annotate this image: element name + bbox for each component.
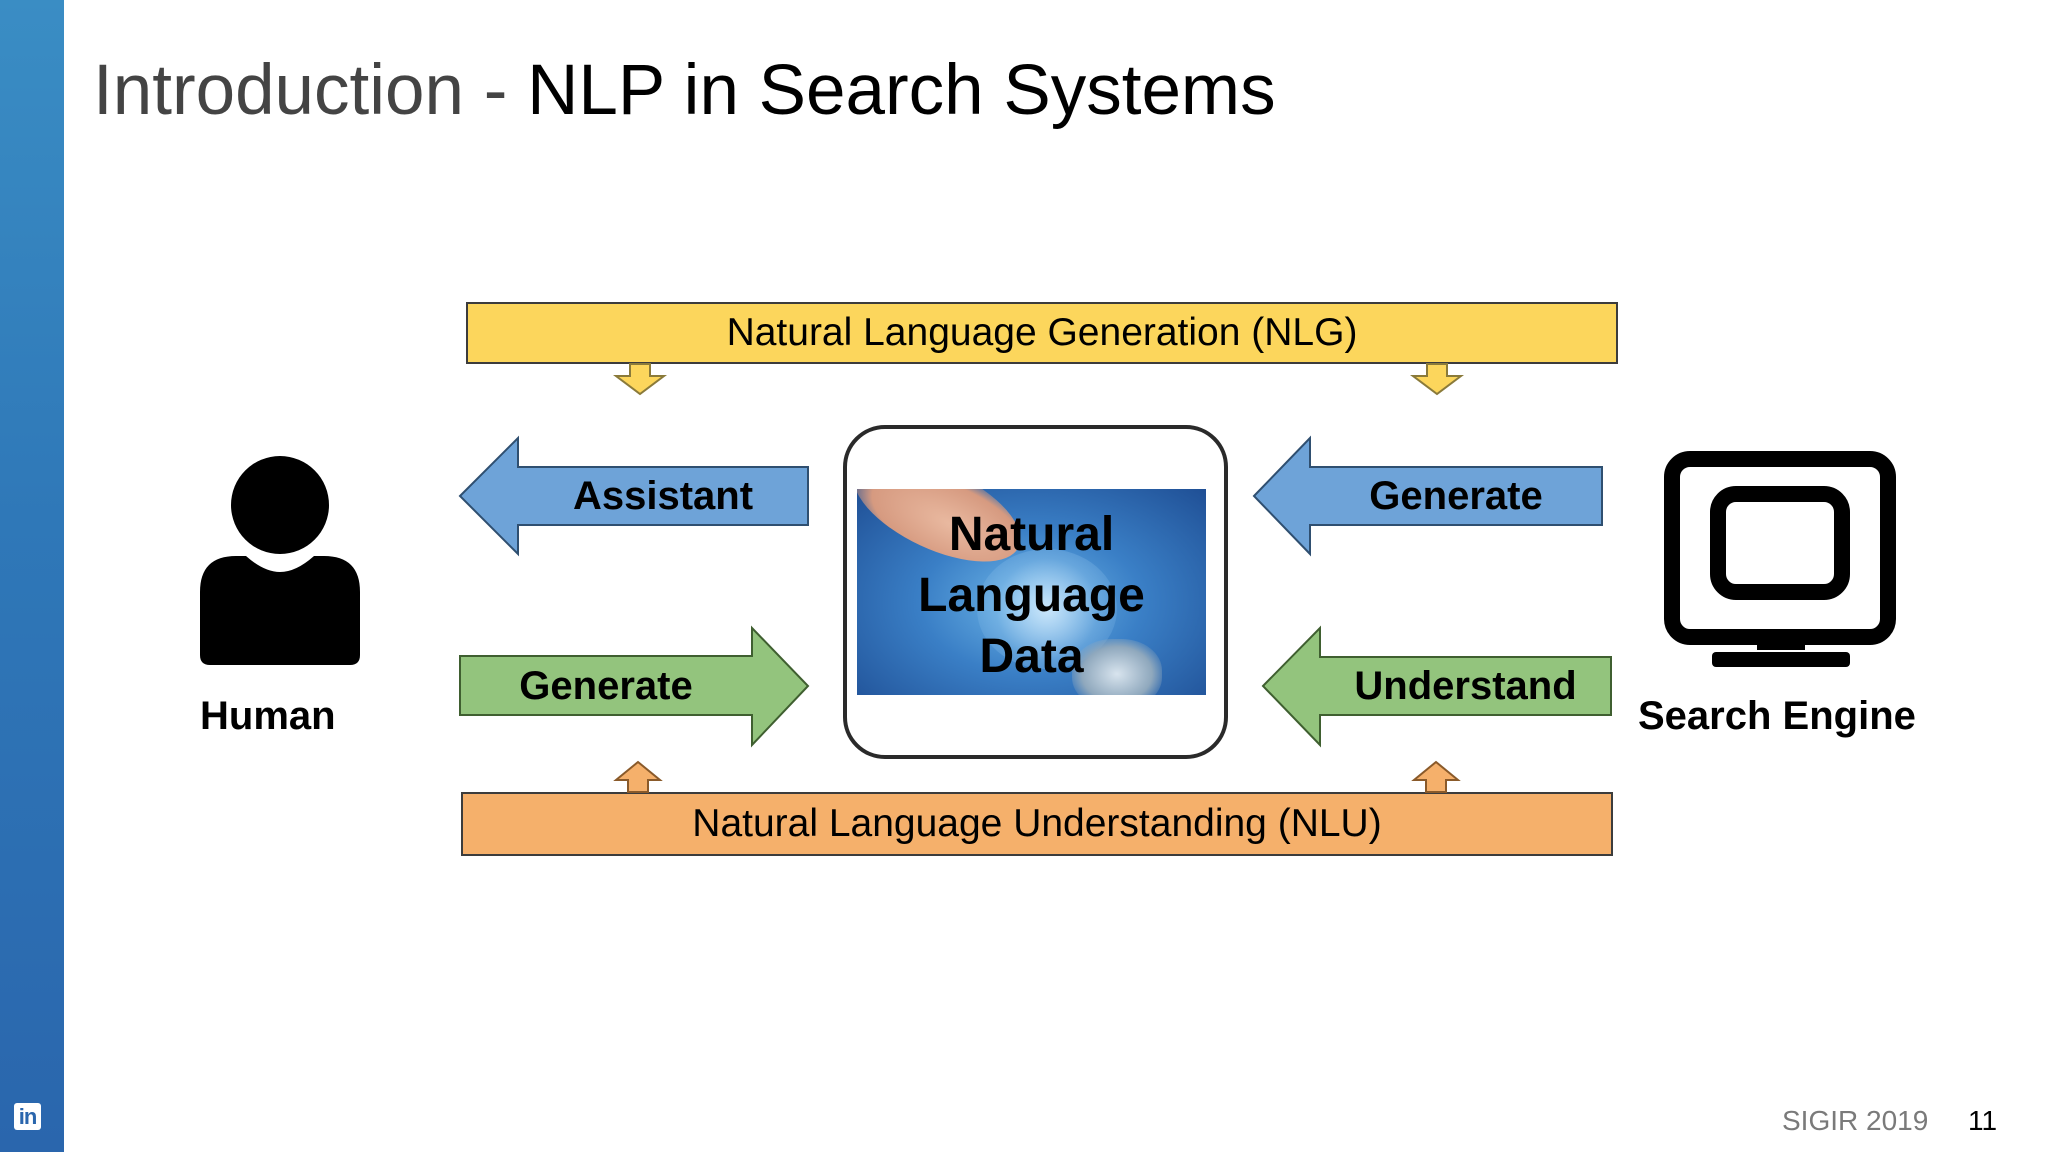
slide-title: Introduction - NLP in Search Systems: [93, 46, 1276, 136]
nlg-down-arrow-left: [613, 363, 667, 396]
title-main: NLP in Search Systems: [527, 51, 1276, 130]
natural-language-data-label: Natural Language Data: [857, 504, 1206, 687]
sidebar-stripe: [0, 0, 64, 1152]
nlu-up-arrow-right: [1411, 760, 1461, 793]
understand-arrow-label: Understand: [1354, 664, 1577, 708]
monitor-icon: [1664, 451, 1896, 667]
nlu-bar: Natural Language Understanding (NLU): [461, 792, 1613, 856]
nlg-down-arrow-right: [1410, 363, 1464, 396]
human-generate-arrow-label: Generate: [519, 664, 693, 708]
title-prefix: Introduction -: [93, 51, 528, 130]
conference-footer: SIGIR 2019: [1782, 1105, 1929, 1136]
natural-language-data-image: [857, 489, 1206, 695]
engine-generate-arrow-label: Generate: [1369, 474, 1543, 518]
assistant-arrow-label: Assistant: [572, 474, 754, 518]
center-line-3: Data: [979, 630, 1084, 683]
linkedin-icon: in: [14, 1103, 41, 1130]
center-line-1: Natural: [948, 508, 1115, 561]
search-engine-label: Search Engine: [1638, 694, 1916, 738]
nlg-bar: Natural Language Generation (NLG): [466, 302, 1618, 364]
nlu-up-arrow-left: [613, 760, 663, 793]
human-label: Human: [200, 694, 336, 738]
page-number: 11: [1968, 1105, 1998, 1136]
user-icon: [200, 456, 360, 665]
center-line-2: Language: [918, 569, 1145, 622]
